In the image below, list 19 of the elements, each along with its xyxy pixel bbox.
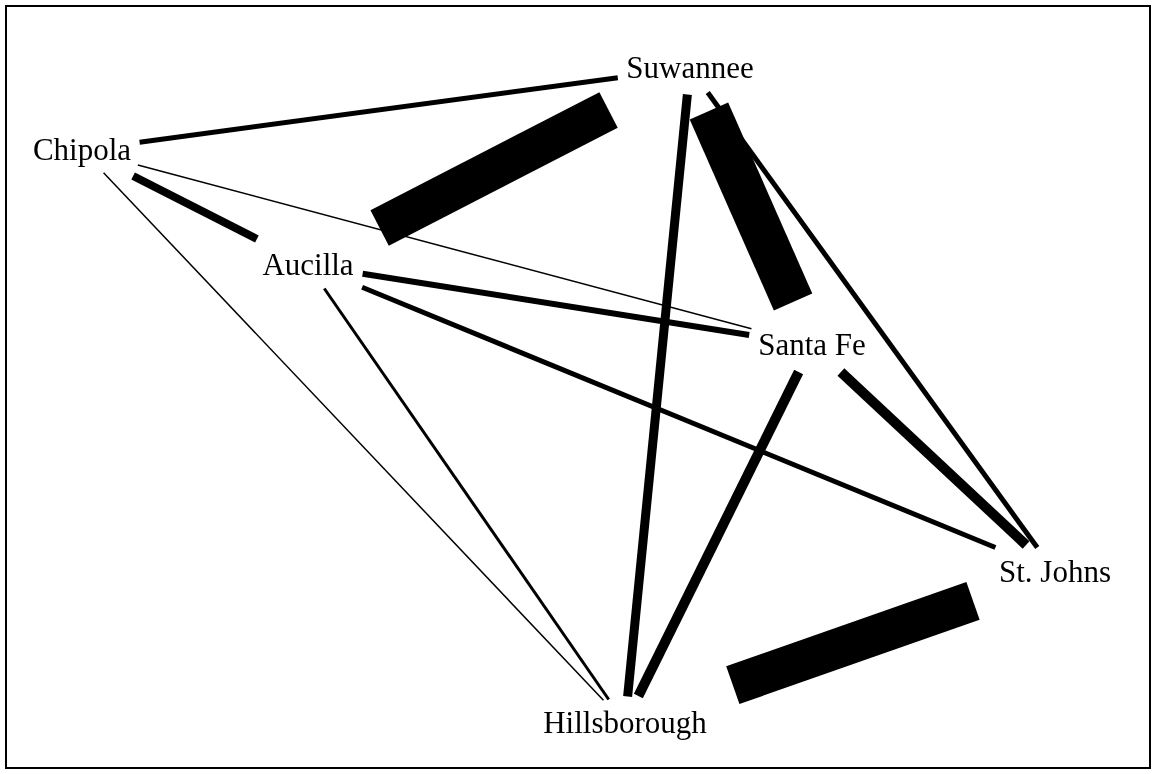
connector-line bbox=[361, 284, 997, 550]
river-label: Chipola bbox=[30, 132, 134, 168]
connector-line bbox=[137, 164, 753, 330]
connector-line bbox=[323, 287, 610, 701]
connector-line bbox=[102, 172, 605, 701]
connector-line bbox=[689, 102, 813, 311]
river-label: Santa Fe bbox=[756, 327, 868, 363]
connector-line bbox=[370, 92, 618, 246]
river-label: Hillsborough bbox=[541, 705, 709, 741]
connector-line bbox=[139, 75, 619, 145]
river-label: Aucilla bbox=[260, 247, 356, 283]
river-label: St. Johns bbox=[997, 554, 1113, 590]
river-label: Suwannee bbox=[624, 50, 756, 86]
connector-line bbox=[362, 270, 750, 338]
connector-line bbox=[131, 172, 259, 243]
connector-line bbox=[623, 94, 692, 697]
connector-line bbox=[837, 368, 1030, 549]
connector-line bbox=[633, 369, 804, 699]
connector-line bbox=[705, 91, 1040, 549]
